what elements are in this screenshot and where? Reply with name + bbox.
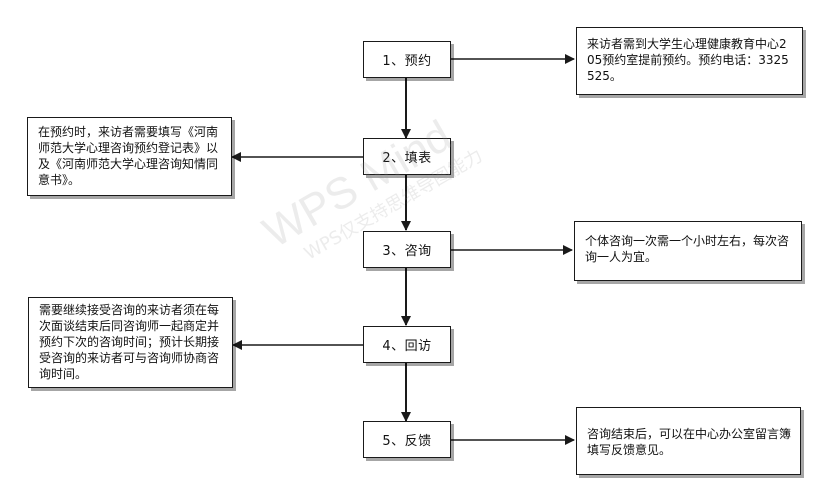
step-1-label: 1、预约 bbox=[382, 54, 432, 69]
note-feedback: 咨询结束后，可以在中心办公室留言簿填写反馈意见。 bbox=[576, 407, 801, 475]
step-5-label: 5、反馈 bbox=[382, 434, 432, 449]
step-4-label: 4、回访 bbox=[382, 339, 432, 354]
note-consultation-text: 个体咨询一次需一个小时左右，每次咨询一人为宜。 bbox=[585, 234, 790, 264]
note-feedback-text: 咨询结束后，可以在中心办公室留言簿填写反馈意见。 bbox=[587, 427, 792, 457]
step-4-follow-up: 4、回访 bbox=[363, 326, 451, 363]
note-appointment: 来访者需到大学生心理健康教育中心205预约室提前预约。预约电话：3325525。 bbox=[576, 27, 803, 95]
note-appointment-text: 来访者需到大学生心理健康教育中心205预约室提前预约。预约电话：3325525。 bbox=[587, 37, 789, 83]
step-3-consultation: 3、咨询 bbox=[363, 231, 451, 268]
step-2-fill-form: 2、填表 bbox=[363, 138, 451, 175]
step-3-label: 3、咨询 bbox=[382, 244, 432, 259]
step-1-appointment: 1、预约 bbox=[363, 41, 451, 78]
note-form: 在预约时，来访者需要填写《河南师范大学心理咨询预约登记表》以及《河南师范大学心理… bbox=[27, 117, 232, 196]
note-follow-up: 需要继续接受咨询的来访者须在每次面谈结束后同咨询师一起商定并预约下次的咨询时间；… bbox=[28, 297, 233, 388]
note-follow-up-text: 需要继续接受咨询的来访者须在每次面谈结束后同咨询师一起商定并预约下次的咨询时间；… bbox=[39, 303, 220, 381]
step-2-label: 2、填表 bbox=[382, 151, 432, 166]
note-consultation: 个体咨询一次需一个小时左右，每次咨询一人为宜。 bbox=[574, 221, 802, 281]
note-form-text: 在预约时，来访者需要填写《河南师范大学心理咨询预约登记表》以及《河南师范大学心理… bbox=[38, 125, 219, 187]
step-5-feedback: 5、反馈 bbox=[363, 421, 451, 458]
